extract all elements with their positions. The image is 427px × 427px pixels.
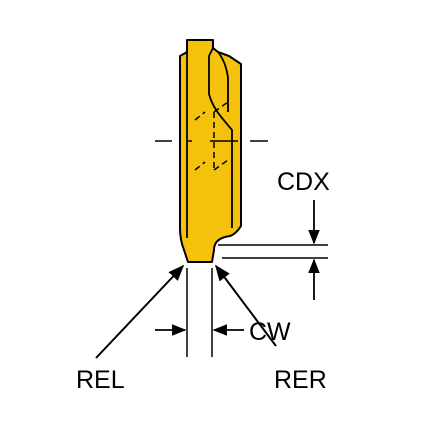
hidden-lines — [194, 101, 229, 171]
rer-label: RER — [274, 366, 327, 394]
cdx-label: CDX — [277, 168, 330, 196]
insert-body — [179, 39, 242, 263]
cw-label: CW — [249, 318, 291, 346]
extension-lines — [186, 244, 328, 357]
rel-label: REL — [76, 366, 125, 394]
insert-edge-lines — [186, 47, 233, 238]
radius-leaders — [95, 264, 277, 359]
